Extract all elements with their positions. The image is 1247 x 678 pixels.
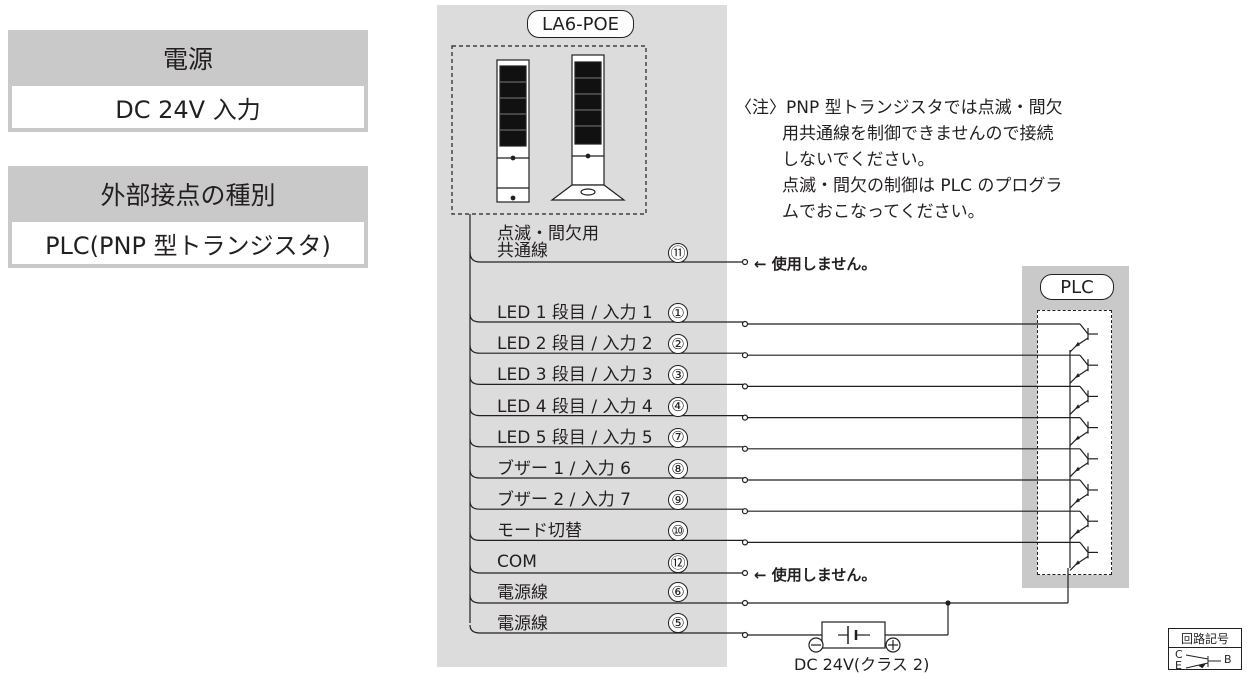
signal-wire bbox=[469, 313, 745, 323]
power-line-number-6: ⑥ bbox=[668, 582, 688, 602]
wire-terminal bbox=[741, 508, 749, 515]
wire-terminal bbox=[741, 414, 749, 421]
note-line-5: ムでおこなってください。 bbox=[782, 202, 985, 222]
signal-tower-base-icon bbox=[550, 54, 626, 201]
wire-terminal-number: ③ bbox=[668, 365, 688, 386]
signal-tower-icon bbox=[496, 59, 530, 203]
wire-label: LED 5 段目 / 入力 5 bbox=[497, 427, 653, 448]
wire-terminal bbox=[741, 476, 749, 484]
contact-spec-value: PLC(PNP 型トランジスタ) bbox=[12, 222, 364, 264]
signal-wire bbox=[469, 376, 745, 385]
wire-terminal-number: ② bbox=[668, 334, 688, 355]
transistor-icon bbox=[1069, 417, 1098, 447]
transistor-icon bbox=[1069, 479, 1098, 509]
wire-terminal-number: ⑩ bbox=[668, 521, 688, 542]
wire-label: LED 2 段目 / 入力 2 bbox=[497, 334, 653, 355]
contact-spec-box: 外部接点の種別 PLC(PNP 型トランジスタ) bbox=[8, 166, 368, 268]
power-line-label-6: 電源線 bbox=[497, 583, 548, 603]
legend-c: C bbox=[1175, 648, 1183, 661]
note-line-3: しないでください。 bbox=[782, 150, 935, 170]
transistor-symbol-icon bbox=[1185, 654, 1221, 669]
wire-label: モード切替 bbox=[497, 521, 582, 542]
com-terminal-number: ⑫ bbox=[668, 553, 688, 573]
transistor-icon bbox=[1069, 386, 1098, 415]
signal-wire bbox=[469, 345, 745, 354]
legend-title: 回路記号 bbox=[1169, 629, 1241, 648]
power-spec-box: 電源 DC 24V 入力 bbox=[8, 30, 368, 132]
wire-terminal bbox=[741, 383, 749, 390]
device-model-label: LA6-POE bbox=[527, 10, 634, 38]
transistor-icon bbox=[1069, 354, 1098, 384]
note-line-2: 用共通線を制御できませんので接続 bbox=[782, 124, 1054, 144]
wire-terminal-number: ⑨ bbox=[668, 490, 688, 511]
transistor-icon bbox=[1069, 542, 1098, 571]
wire-label: LED 4 段目 / 入力 4 bbox=[497, 396, 653, 417]
wire-label: LED 1 段目 / 入力 1 bbox=[497, 303, 653, 323]
com-unused-note: ← 使用しません。 bbox=[754, 566, 877, 584]
power-line-number-5: ⑤ bbox=[668, 613, 688, 633]
wire-label: ブザー 1 / 入力 6 bbox=[497, 459, 631, 479]
wire-terminal bbox=[741, 352, 749, 359]
wire-terminal bbox=[741, 445, 749, 452]
device-dashed-box bbox=[451, 45, 647, 215]
signal-wire bbox=[469, 438, 745, 448]
wire-label: LED 3 段目 / 入力 3 bbox=[497, 365, 653, 386]
signal-wire bbox=[469, 501, 745, 510]
transistor-icon bbox=[1069, 510, 1098, 540]
wire-label: ブザー 2 / 入力 7 bbox=[497, 490, 631, 511]
power-spec-value: DC 24V 入力 bbox=[12, 86, 364, 128]
signal-wire bbox=[469, 532, 745, 541]
note-line-1: 〈注〉PNP 型トランジスタでは点滅・間欠 bbox=[735, 98, 1063, 118]
flash-unused-note: ← 使用しません。 bbox=[754, 255, 877, 273]
wire-terminal bbox=[741, 320, 749, 328]
circuit-symbol-legend: 回路記号 C E B bbox=[1168, 628, 1242, 672]
flash-common-terminal-number: ⑪ bbox=[668, 243, 688, 263]
flash-common-label-1: 点滅・間欠用 bbox=[497, 224, 599, 244]
power-spec-title: 電源 bbox=[162, 45, 213, 74]
flash-common-label-2: 共通線 bbox=[497, 241, 548, 261]
wire-terminal-number: ① bbox=[668, 303, 688, 323]
battery-symbol bbox=[821, 621, 886, 649]
wire-terminal-number: ⑦ bbox=[668, 427, 688, 448]
contact-spec-title: 外部接点の種別 bbox=[100, 181, 276, 210]
plc-inner-box bbox=[1037, 310, 1112, 575]
wire-terminal-number: ⑧ bbox=[668, 459, 688, 479]
com-label: COM bbox=[497, 552, 537, 572]
caution-note: 〈注〉PNP 型トランジスタでは点滅・間欠 用共通線を制御できませんので接続 し… bbox=[735, 95, 1063, 225]
signal-wire bbox=[469, 469, 745, 479]
supply-label: DC 24V(クラス 2) bbox=[794, 655, 930, 674]
wire-terminal bbox=[741, 539, 749, 546]
legend-b: B bbox=[1224, 653, 1232, 666]
transistor-icon bbox=[1069, 323, 1098, 353]
transistor-icon bbox=[1069, 448, 1098, 478]
note-line-4: 点滅・間欠の制御は PLC のプログラ bbox=[782, 176, 1063, 196]
signal-wire bbox=[469, 407, 745, 417]
legend-e: E bbox=[1175, 659, 1182, 672]
wire-terminal-number: ④ bbox=[668, 396, 688, 417]
plc-label: PLC bbox=[1040, 274, 1114, 300]
power-line-label-5: 電源線 bbox=[497, 614, 548, 634]
